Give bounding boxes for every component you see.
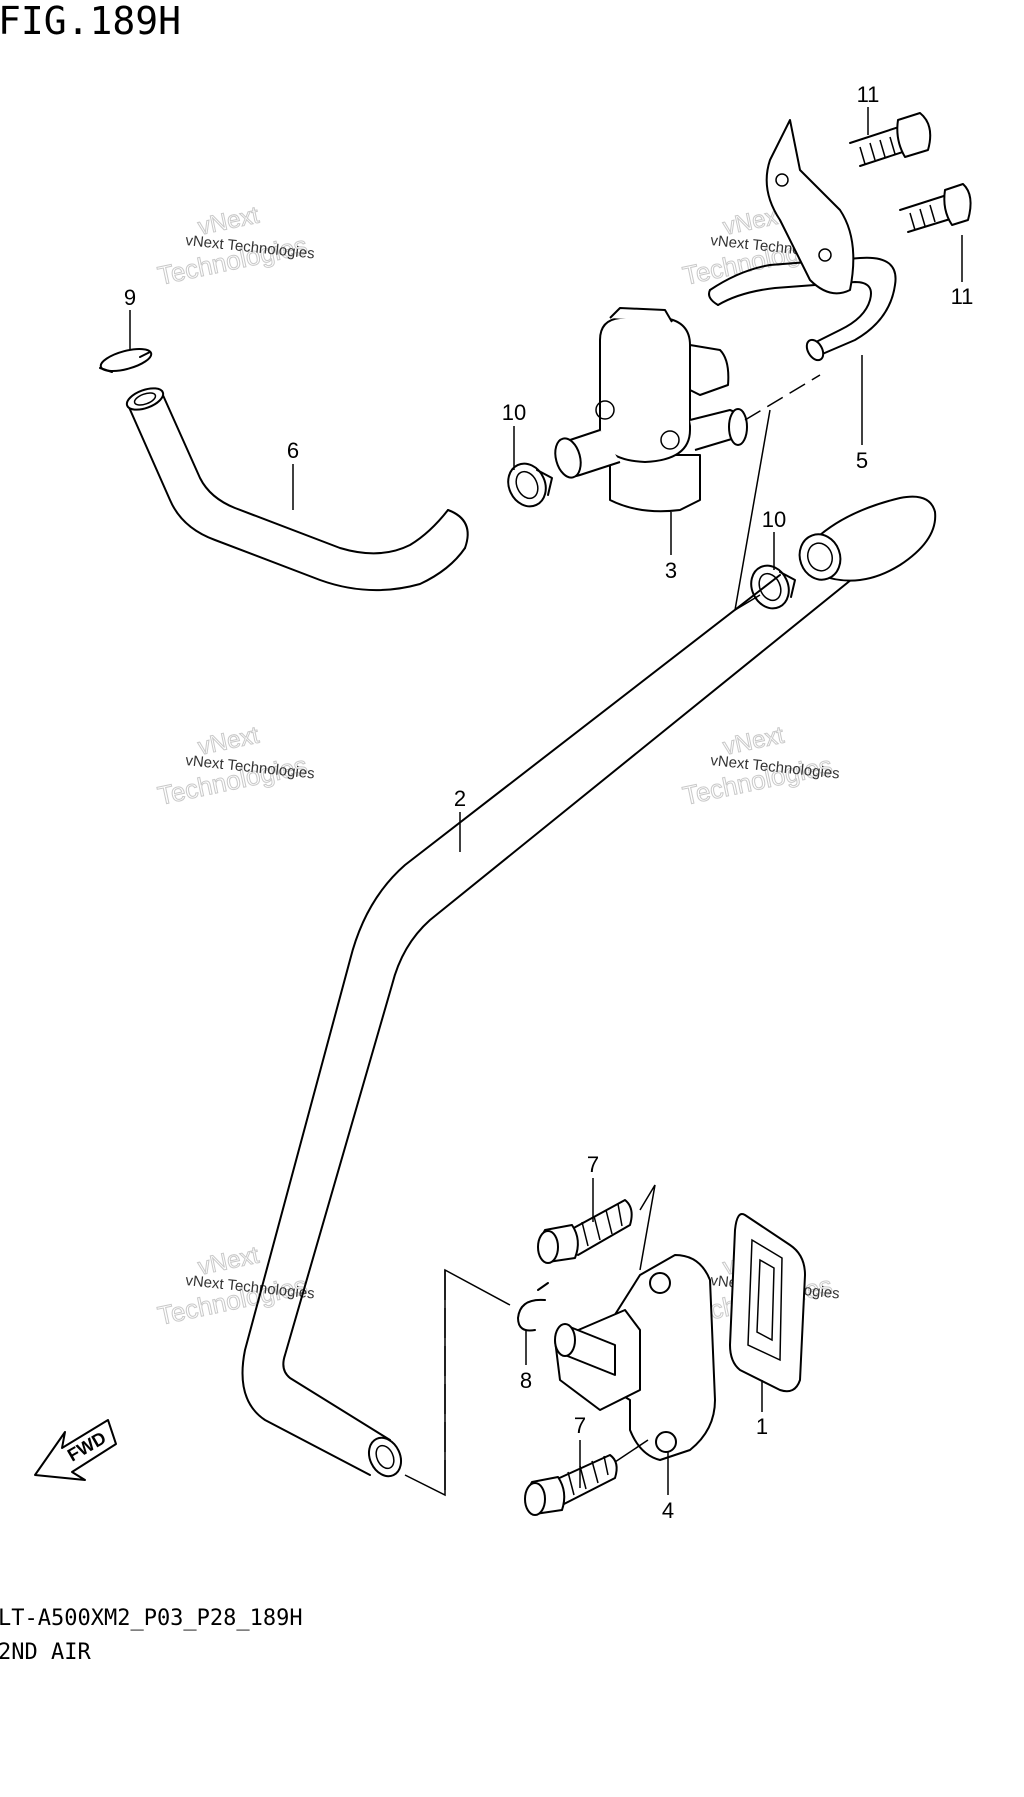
- part-1-gasket: [729, 1213, 806, 1393]
- fwd-arrow-icon: FWD: [34, 1419, 117, 1481]
- svg-text:10: 10: [502, 400, 526, 425]
- callout-10-upper: 10: [502, 400, 526, 470]
- part-5-pipe: [708, 119, 897, 362]
- leader-bolt-upper: [639, 1184, 656, 1271]
- svg-text:3: 3: [665, 558, 677, 583]
- part-8-clip: [517, 1282, 549, 1332]
- part-10-clamp-upper: [507, 462, 553, 508]
- callout-1: 1: [756, 1380, 768, 1439]
- leader-hose-to-cover: [404, 1268, 511, 1497]
- callout-11-upper: 11: [857, 82, 880, 135]
- part-10-clamp-lower: [750, 564, 796, 610]
- watermark-4: vNext Technologies vNext Technologies: [680, 721, 841, 811]
- callout-2: 2: [454, 786, 466, 852]
- section-name: 2ND AIR: [0, 1640, 91, 1665]
- callout-3: 3: [665, 512, 677, 583]
- watermark-3: vNext Technologies vNext Technologies: [155, 721, 316, 811]
- svg-text:2: 2: [454, 786, 466, 811]
- callout-7-lower: 7: [574, 1413, 586, 1488]
- figure-title: FIG.189H: [0, 0, 181, 43]
- callout-10-lower: 10: [762, 507, 786, 570]
- part-9-clip: [99, 348, 153, 373]
- part-7-bolt-upper: [537, 1199, 633, 1264]
- svg-text:10: 10: [762, 507, 786, 532]
- callout-11-lower: 11: [951, 235, 974, 309]
- leader-valve-to-pipe: [744, 374, 821, 421]
- part-2-hose: [241, 495, 937, 1478]
- svg-text:1: 1: [756, 1414, 768, 1439]
- leader-bolt-lower: [614, 1439, 649, 1463]
- svg-text:8: 8: [520, 1368, 532, 1393]
- part-3-valve: [554, 307, 748, 513]
- callout-6: 6: [287, 438, 299, 510]
- svg-text:9: 9: [124, 285, 136, 310]
- watermark-5: vNext Technologies vNext Technologies: [155, 1241, 316, 1331]
- callout-7-upper: 7: [587, 1152, 599, 1222]
- svg-text:6: 6: [287, 438, 299, 463]
- part-6-hose: [125, 387, 469, 592]
- part-4-cover: [554, 1254, 716, 1461]
- callout-8: 8: [520, 1330, 532, 1393]
- callout-4: 4: [662, 1452, 674, 1523]
- svg-text:11: 11: [951, 284, 974, 309]
- callout-5: 5: [856, 355, 868, 473]
- svg-text:7: 7: [574, 1413, 586, 1438]
- svg-text:11: 11: [857, 82, 880, 107]
- part-7-bolt-lower: [524, 1454, 618, 1516]
- svg-text:4: 4: [662, 1498, 674, 1523]
- callout-9: 9: [124, 285, 136, 350]
- watermark-1: vNext Technologies vNext Technologies: [155, 201, 316, 291]
- part-11-bolt-lower: [899, 183, 972, 233]
- svg-text:7: 7: [587, 1152, 599, 1177]
- svg-text:5: 5: [856, 448, 868, 473]
- model-code: LT-A500XM2_P03_P28_189H: [0, 1606, 303, 1631]
- part-11-bolt-upper: [849, 112, 932, 167]
